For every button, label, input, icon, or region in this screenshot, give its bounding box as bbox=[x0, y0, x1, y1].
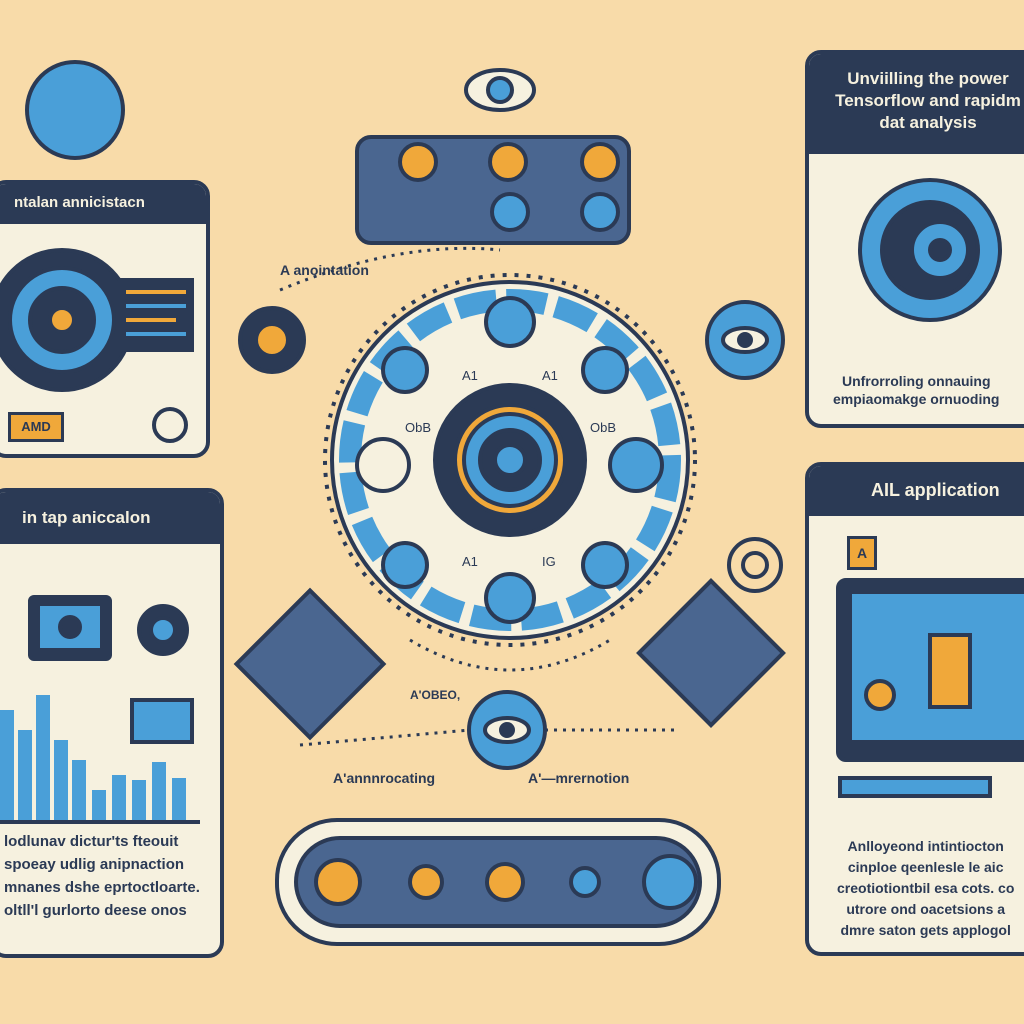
monitor-icon bbox=[836, 578, 1024, 798]
label-small: A'OBEO, bbox=[410, 688, 461, 702]
text-line: dmre saton gets applogol bbox=[840, 922, 1011, 938]
label-annotation-bottom-left: A'annnrocating bbox=[333, 770, 436, 786]
text-line: Anlloyeond intintiocton bbox=[847, 838, 1004, 854]
ring-label: ObB bbox=[405, 420, 431, 435]
text-line: cinploe qeenlesle le aic bbox=[847, 859, 1004, 875]
node-icon bbox=[152, 407, 188, 443]
diamond-right bbox=[636, 578, 786, 728]
panel-header: ntalan annicistacn bbox=[0, 184, 206, 224]
panel-header: AIL application bbox=[809, 466, 1024, 516]
text-line: mnanes dshe eprtoctloarte. bbox=[4, 879, 200, 896]
title-line: dat analysis bbox=[879, 113, 977, 132]
node-pill bbox=[275, 818, 721, 946]
image-icon bbox=[130, 698, 194, 744]
bar-chart-icon bbox=[0, 695, 186, 820]
monitor-icon bbox=[28, 595, 112, 661]
dotted-connectors bbox=[279, 246, 680, 747]
diamond-left bbox=[233, 587, 387, 741]
text-line: oltll'l gurlorto deese onos bbox=[4, 902, 187, 919]
text-line: spoeay udlig anipnaction bbox=[4, 856, 185, 873]
panel-body-text: lodlunav dictur'ts fteouit spoeay udlig … bbox=[4, 830, 200, 922]
node-strip bbox=[355, 135, 631, 245]
bar-list-icon bbox=[118, 278, 194, 352]
text-line: creotiotiontbil esa cots. co bbox=[837, 880, 1015, 896]
label-annotation-top: A anointation bbox=[280, 262, 369, 278]
eye-icon bbox=[705, 300, 785, 380]
title-line: Tensorflow and rapidm bbox=[835, 91, 1021, 110]
flower-target-icon bbox=[858, 178, 1002, 322]
panel-mid-left: in tap aniccalon lodlunav dictur'ts fteo… bbox=[0, 488, 224, 958]
panel-header: in tap aniccalon bbox=[0, 492, 220, 544]
ring-label: ObB bbox=[590, 420, 616, 435]
text-line: empiaomakge ornuoding bbox=[833, 391, 1000, 407]
ring-label: A1 bbox=[462, 554, 478, 569]
badge: A bbox=[847, 536, 877, 570]
text-line: lodlunav dictur'ts fteouit bbox=[4, 833, 179, 850]
title-line: Unviilling the power bbox=[847, 69, 1009, 88]
gear-icon bbox=[727, 537, 783, 593]
ring-label: IG bbox=[542, 554, 556, 569]
text-line: utrore ond oacetsions a bbox=[846, 901, 1006, 917]
target-icon bbox=[0, 248, 134, 392]
ring-label: A1 bbox=[542, 368, 558, 383]
panel-header: Unviilling the power Tensorflow and rapi… bbox=[809, 54, 1024, 154]
ring-label: A1 bbox=[462, 368, 478, 383]
label-annotation-bottom-right: A'—mrernotion bbox=[528, 770, 630, 786]
panel-body-text: Unfrorroling onnauing empiaomakge ornuod… bbox=[833, 372, 999, 408]
eye-icon bbox=[464, 68, 536, 112]
text-line: Unfrorroling onnauing bbox=[841, 373, 991, 389]
badge: AMD bbox=[8, 412, 64, 442]
central-ring bbox=[323, 273, 697, 647]
panel-body-text: Anlloyeond intintiocton cinploe qeenlesl… bbox=[837, 836, 1014, 941]
gear-icon bbox=[238, 306, 306, 374]
gear-icon bbox=[137, 604, 189, 656]
logo-icon bbox=[25, 60, 125, 160]
eye-icon bbox=[467, 690, 547, 770]
